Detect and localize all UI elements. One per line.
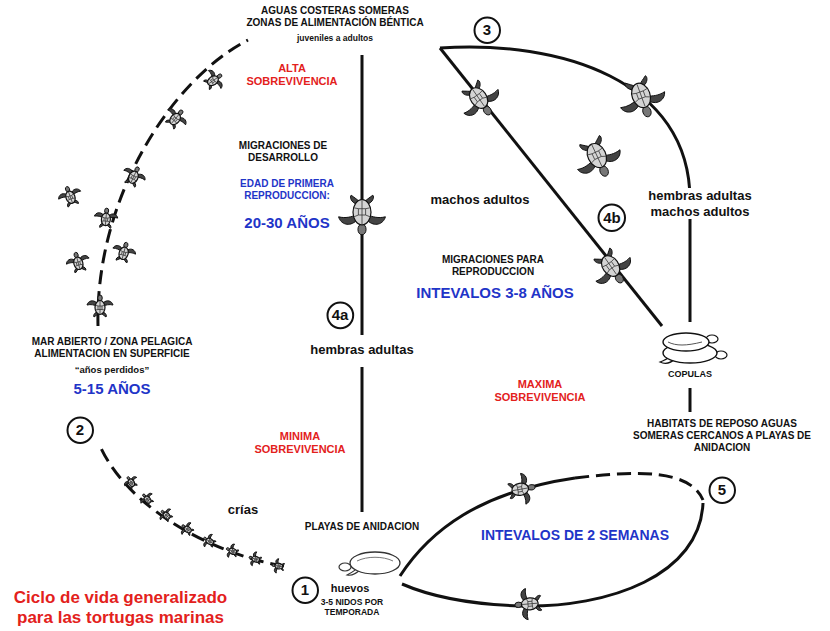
survival-label: MAXIMA SOBREVIVENCIA (485, 378, 595, 404)
juvenile-turtle (87, 295, 113, 317)
stage-label: MIGRACIONES PARA REPRODUCCION (431, 254, 556, 278)
turtle-shell (663, 333, 709, 351)
diagram-title: Ciclo de vida generalizado para las tort… (3, 588, 238, 627)
survival-label: ALTA SOBREVIVENCIA (237, 62, 347, 88)
callout-outline (599, 205, 626, 232)
adult-turtle (513, 587, 542, 620)
interval-label: 20-30 AÑOS (244, 214, 329, 232)
interval-label: 5-15 AÑOS (74, 380, 151, 398)
hatchling-route (100, 446, 284, 566)
hatchling-turtle (178, 519, 197, 538)
juvenile-turtle (64, 249, 92, 274)
callout-number: 4a (332, 307, 349, 324)
adult-turtle (585, 242, 639, 295)
callout-outline (67, 417, 93, 443)
developmental-route (98, 40, 248, 326)
interval-label: INTEVALOS DE 2 SEMANAS (481, 527, 669, 544)
adult-turtle (613, 71, 671, 124)
juvenile-turtle (119, 162, 149, 190)
hatchling-turtle (157, 505, 176, 524)
internesting-route (402, 503, 703, 606)
callout-number: 4b (603, 210, 621, 227)
callout-circle: 5 (708, 476, 737, 505)
stage-label: huevos (331, 582, 370, 595)
stage-label: machos adultos (431, 192, 530, 208)
hatchling-turtle (122, 473, 141, 491)
callout-outline (327, 302, 353, 328)
juvenile-turtle (93, 207, 118, 229)
interval-label: EDAD DE PRIMERA REPRODUCCION: (222, 178, 352, 202)
juvenile-turtle (200, 66, 228, 94)
female-route (361, 367, 364, 512)
stage-label: PLAYAS DE ANIDACION (305, 521, 419, 533)
stage-label: AGUAS COSTERAS SOMERAS ZONAS DE ALIMENTA… (244, 5, 427, 29)
callout-circle: 3 (473, 16, 502, 45)
hatchling-turtle (137, 490, 156, 509)
hatchling-turtle (271, 558, 286, 574)
stage-label: HABITATS DE REPOSO AGUAS SOMERAS CERCANO… (625, 418, 820, 454)
adult-turtle (506, 471, 537, 506)
turtle-shell (350, 552, 400, 574)
juvenile-turtle (110, 239, 138, 264)
nesting-turtle (339, 552, 400, 575)
juvenile-turtle (56, 183, 85, 210)
stage-label: hembras adultas (310, 342, 413, 358)
callout-number: 1 (301, 582, 309, 599)
juvenile-turtle (161, 103, 192, 133)
hatchling-turtle (200, 532, 218, 551)
callout-circle: 2 (66, 416, 95, 445)
callout-number: 5 (718, 482, 726, 499)
mating-route (689, 388, 692, 412)
callout-outline (474, 17, 500, 43)
callout-outline (709, 477, 735, 503)
callout-circle: 4b (597, 203, 627, 233)
adult-turtle (568, 130, 627, 186)
callout-number: 2 (76, 422, 84, 439)
stage-label: 3-5 NIDOS POR TEMPORADA (307, 597, 397, 617)
survival-label: MINIMA SOBREVIVENCIA (245, 430, 355, 456)
adult-turtle (339, 195, 386, 235)
adult-turtle (453, 74, 507, 127)
internesting-route (575, 473, 703, 500)
callout-circle: 4a (326, 301, 355, 330)
interval-label: INTEVALOS 3-8 AÑOS (416, 284, 574, 302)
stage-label: juveniles a adultos (297, 33, 373, 43)
stage-label: MAR ABIERTO / ZONA PELAGICA ALIMENTACION… (12, 336, 212, 360)
stage-label: crías (228, 502, 258, 518)
mating-turtles (660, 333, 727, 363)
stage-label: “años perdidos” (75, 364, 149, 375)
hatchling-turtle (223, 542, 240, 560)
hatchling-turtle (247, 550, 263, 568)
turtle-scutes (357, 557, 393, 561)
turtle-scutes (668, 342, 702, 345)
adult-route (440, 47, 690, 322)
stage-label: hembras adultas machos adultos (641, 188, 759, 219)
turtle-head (339, 563, 351, 571)
female-route (361, 55, 364, 335)
callout-number: 3 (483, 22, 491, 39)
callout-outline (292, 577, 318, 603)
stage-label: COPULAS (668, 369, 712, 380)
stage-label: MIGRACIONES DE DESARROLLO (228, 140, 338, 164)
callout-circle: 1 (291, 576, 320, 605)
